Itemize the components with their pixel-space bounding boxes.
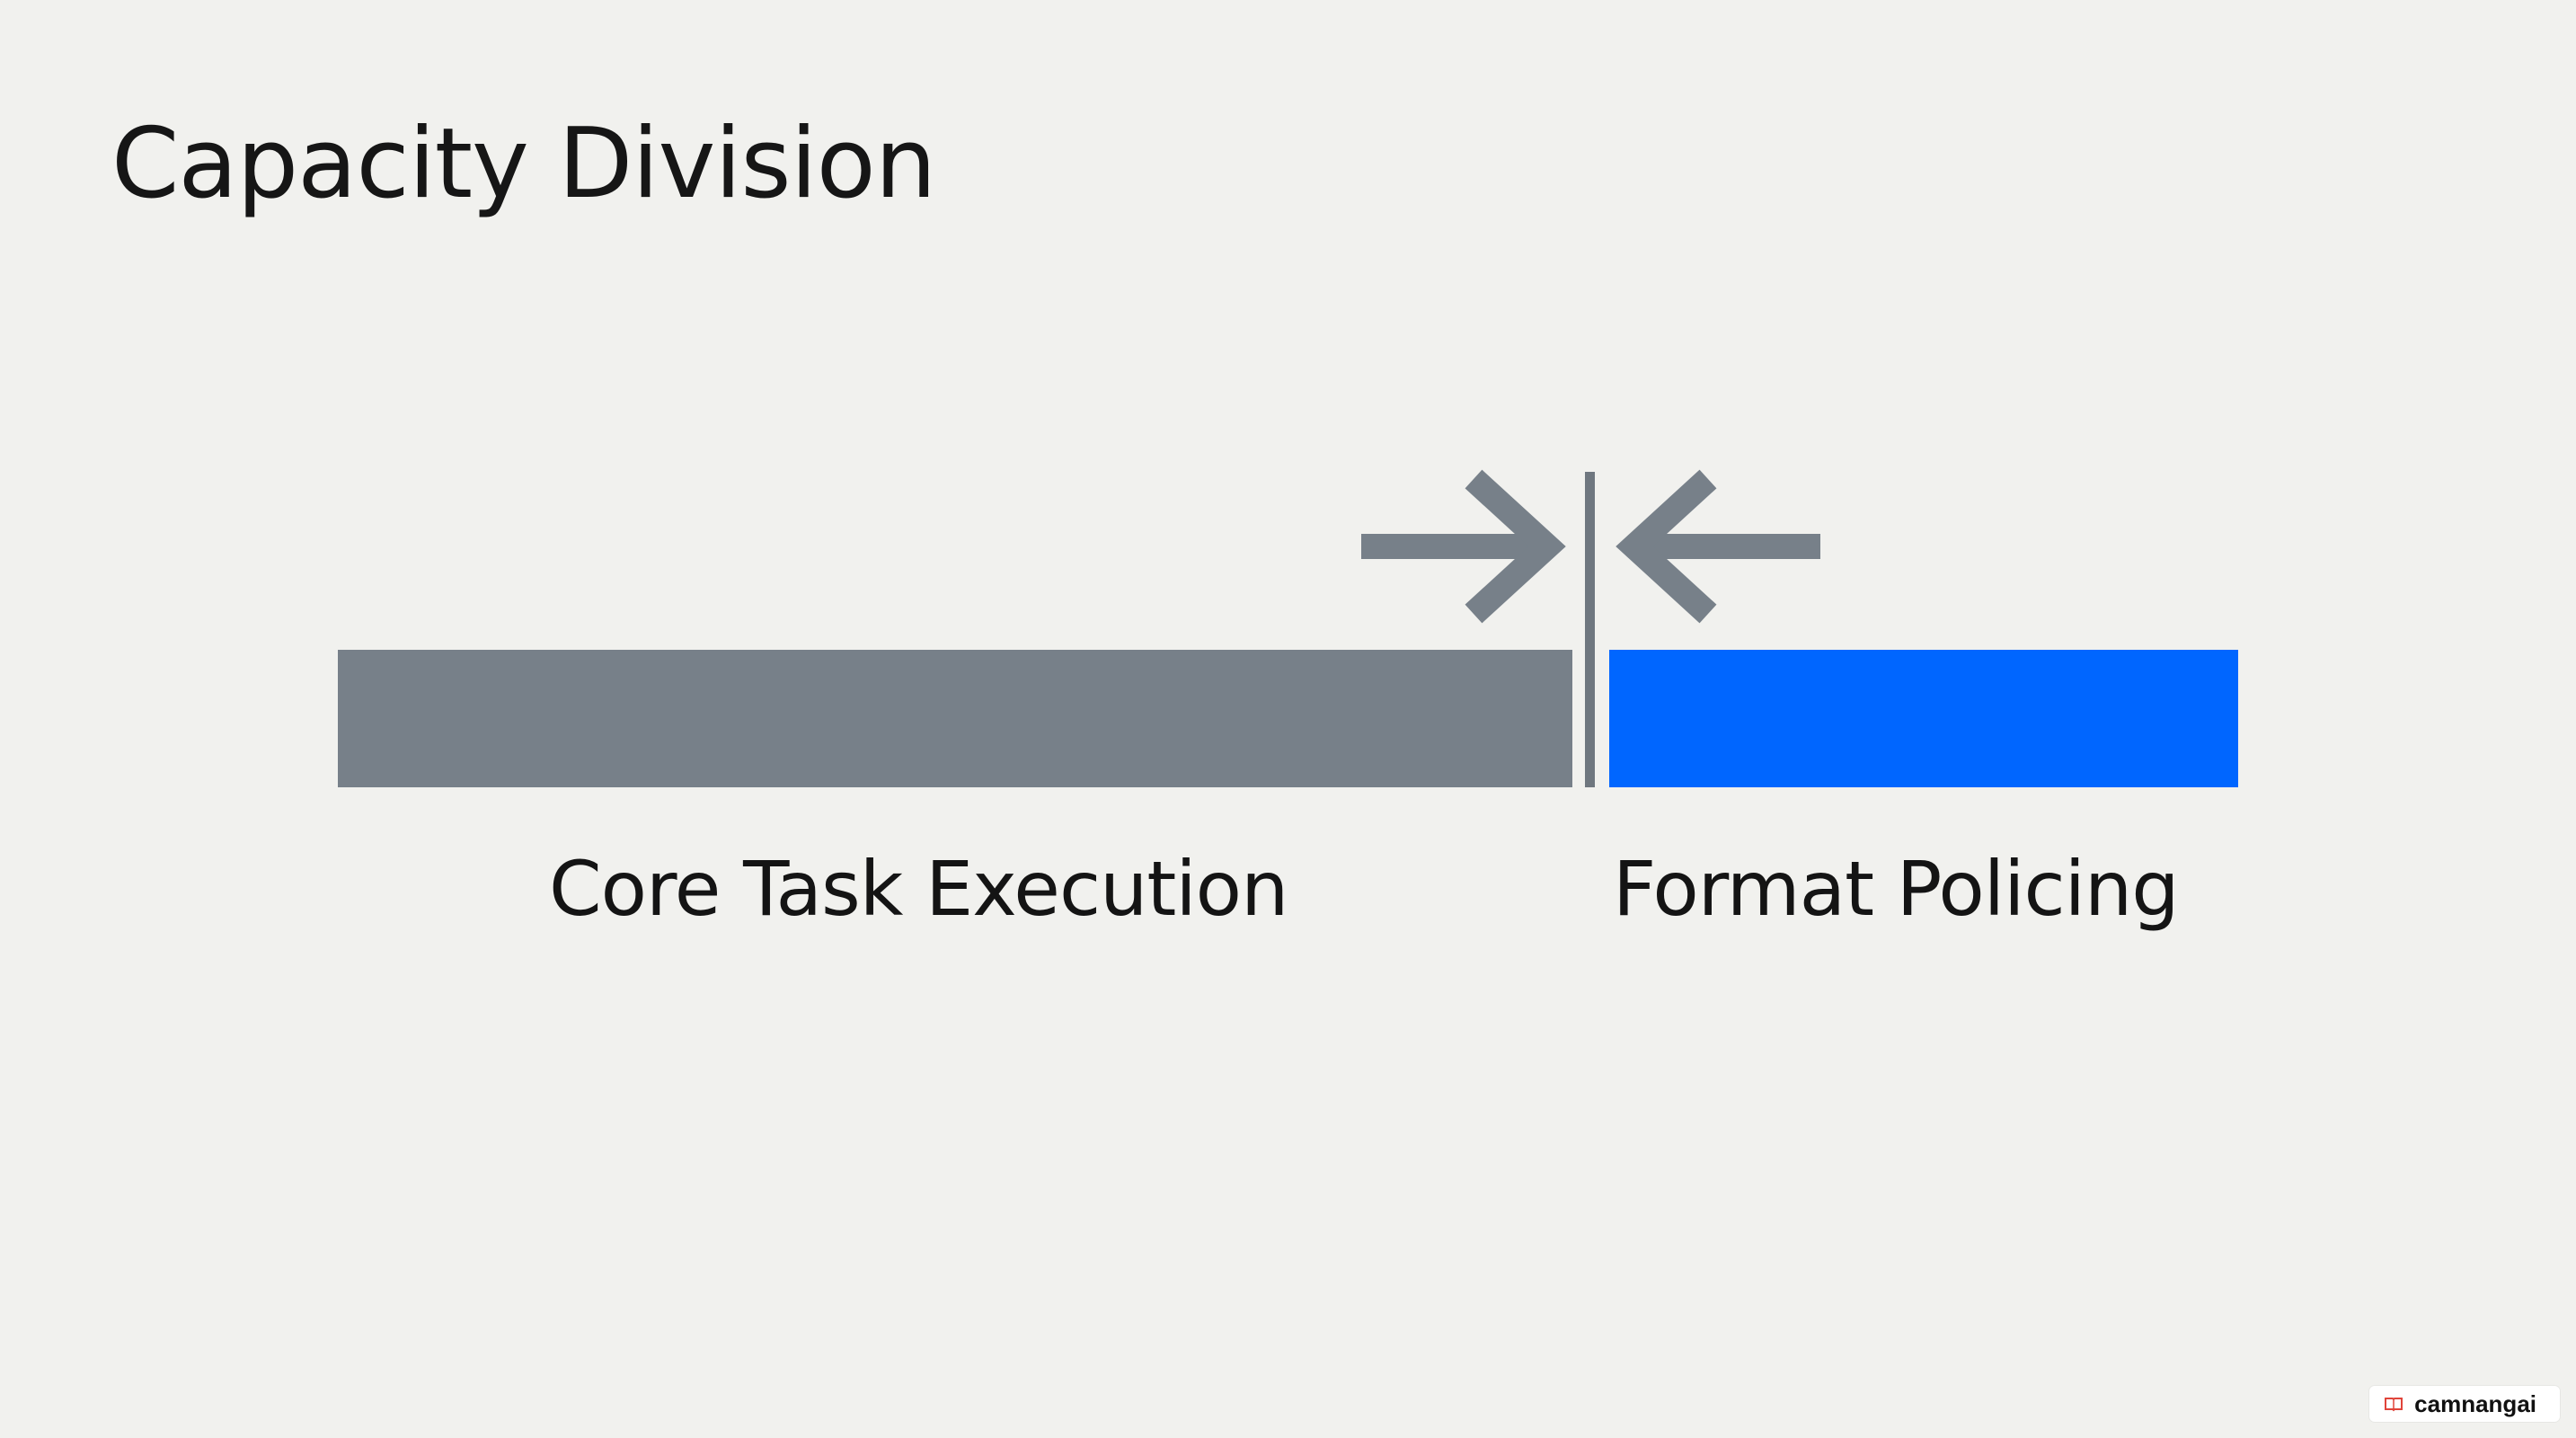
format-policing-label: Format Policing <box>1613 845 2180 933</box>
format-policing-bar <box>1609 650 2238 787</box>
watermark-text: camnangai <box>2414 1389 2536 1417</box>
book-icon <box>2385 1398 2403 1412</box>
arrow-left-icon <box>1616 469 1820 624</box>
core-task-label: Core Task Execution <box>549 845 1288 933</box>
arrow-right-icon <box>1361 469 1566 624</box>
watermark-badge: camnangai <box>2369 1386 2560 1422</box>
slide-title: Capacity Division <box>111 108 936 220</box>
split-divider <box>1585 472 1595 787</box>
core-task-bar <box>338 650 1572 787</box>
